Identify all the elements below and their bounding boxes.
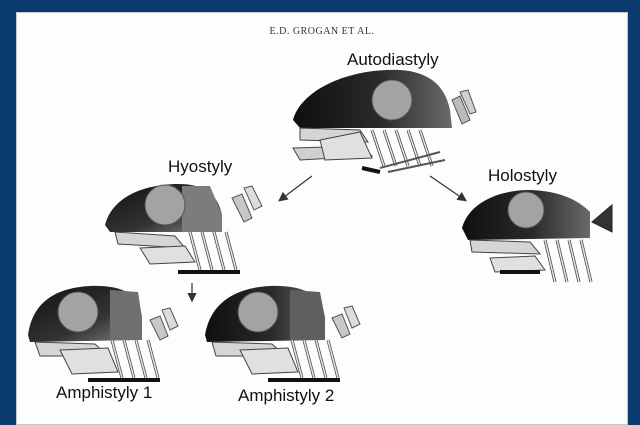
autodiastyly-skull bbox=[293, 70, 476, 172]
amphistyly-1-skull bbox=[28, 286, 178, 380]
label-amphistyly-2: Amphistyly 2 bbox=[238, 386, 334, 406]
holostyly-skull bbox=[462, 190, 612, 282]
label-amphistyly-1: Amphistyly 1 bbox=[56, 383, 152, 403]
hyostyly-skull bbox=[105, 184, 262, 272]
label-holostyly: Holostyly bbox=[488, 166, 557, 186]
label-hyostyly: Hyostyly bbox=[168, 157, 232, 177]
arrow-to-holostyly bbox=[430, 176, 465, 200]
label-autodiastyly: Autodiastyly bbox=[347, 50, 439, 70]
amphistyly-2-skull bbox=[205, 286, 360, 380]
arrow-to-hyostyly bbox=[280, 176, 312, 200]
